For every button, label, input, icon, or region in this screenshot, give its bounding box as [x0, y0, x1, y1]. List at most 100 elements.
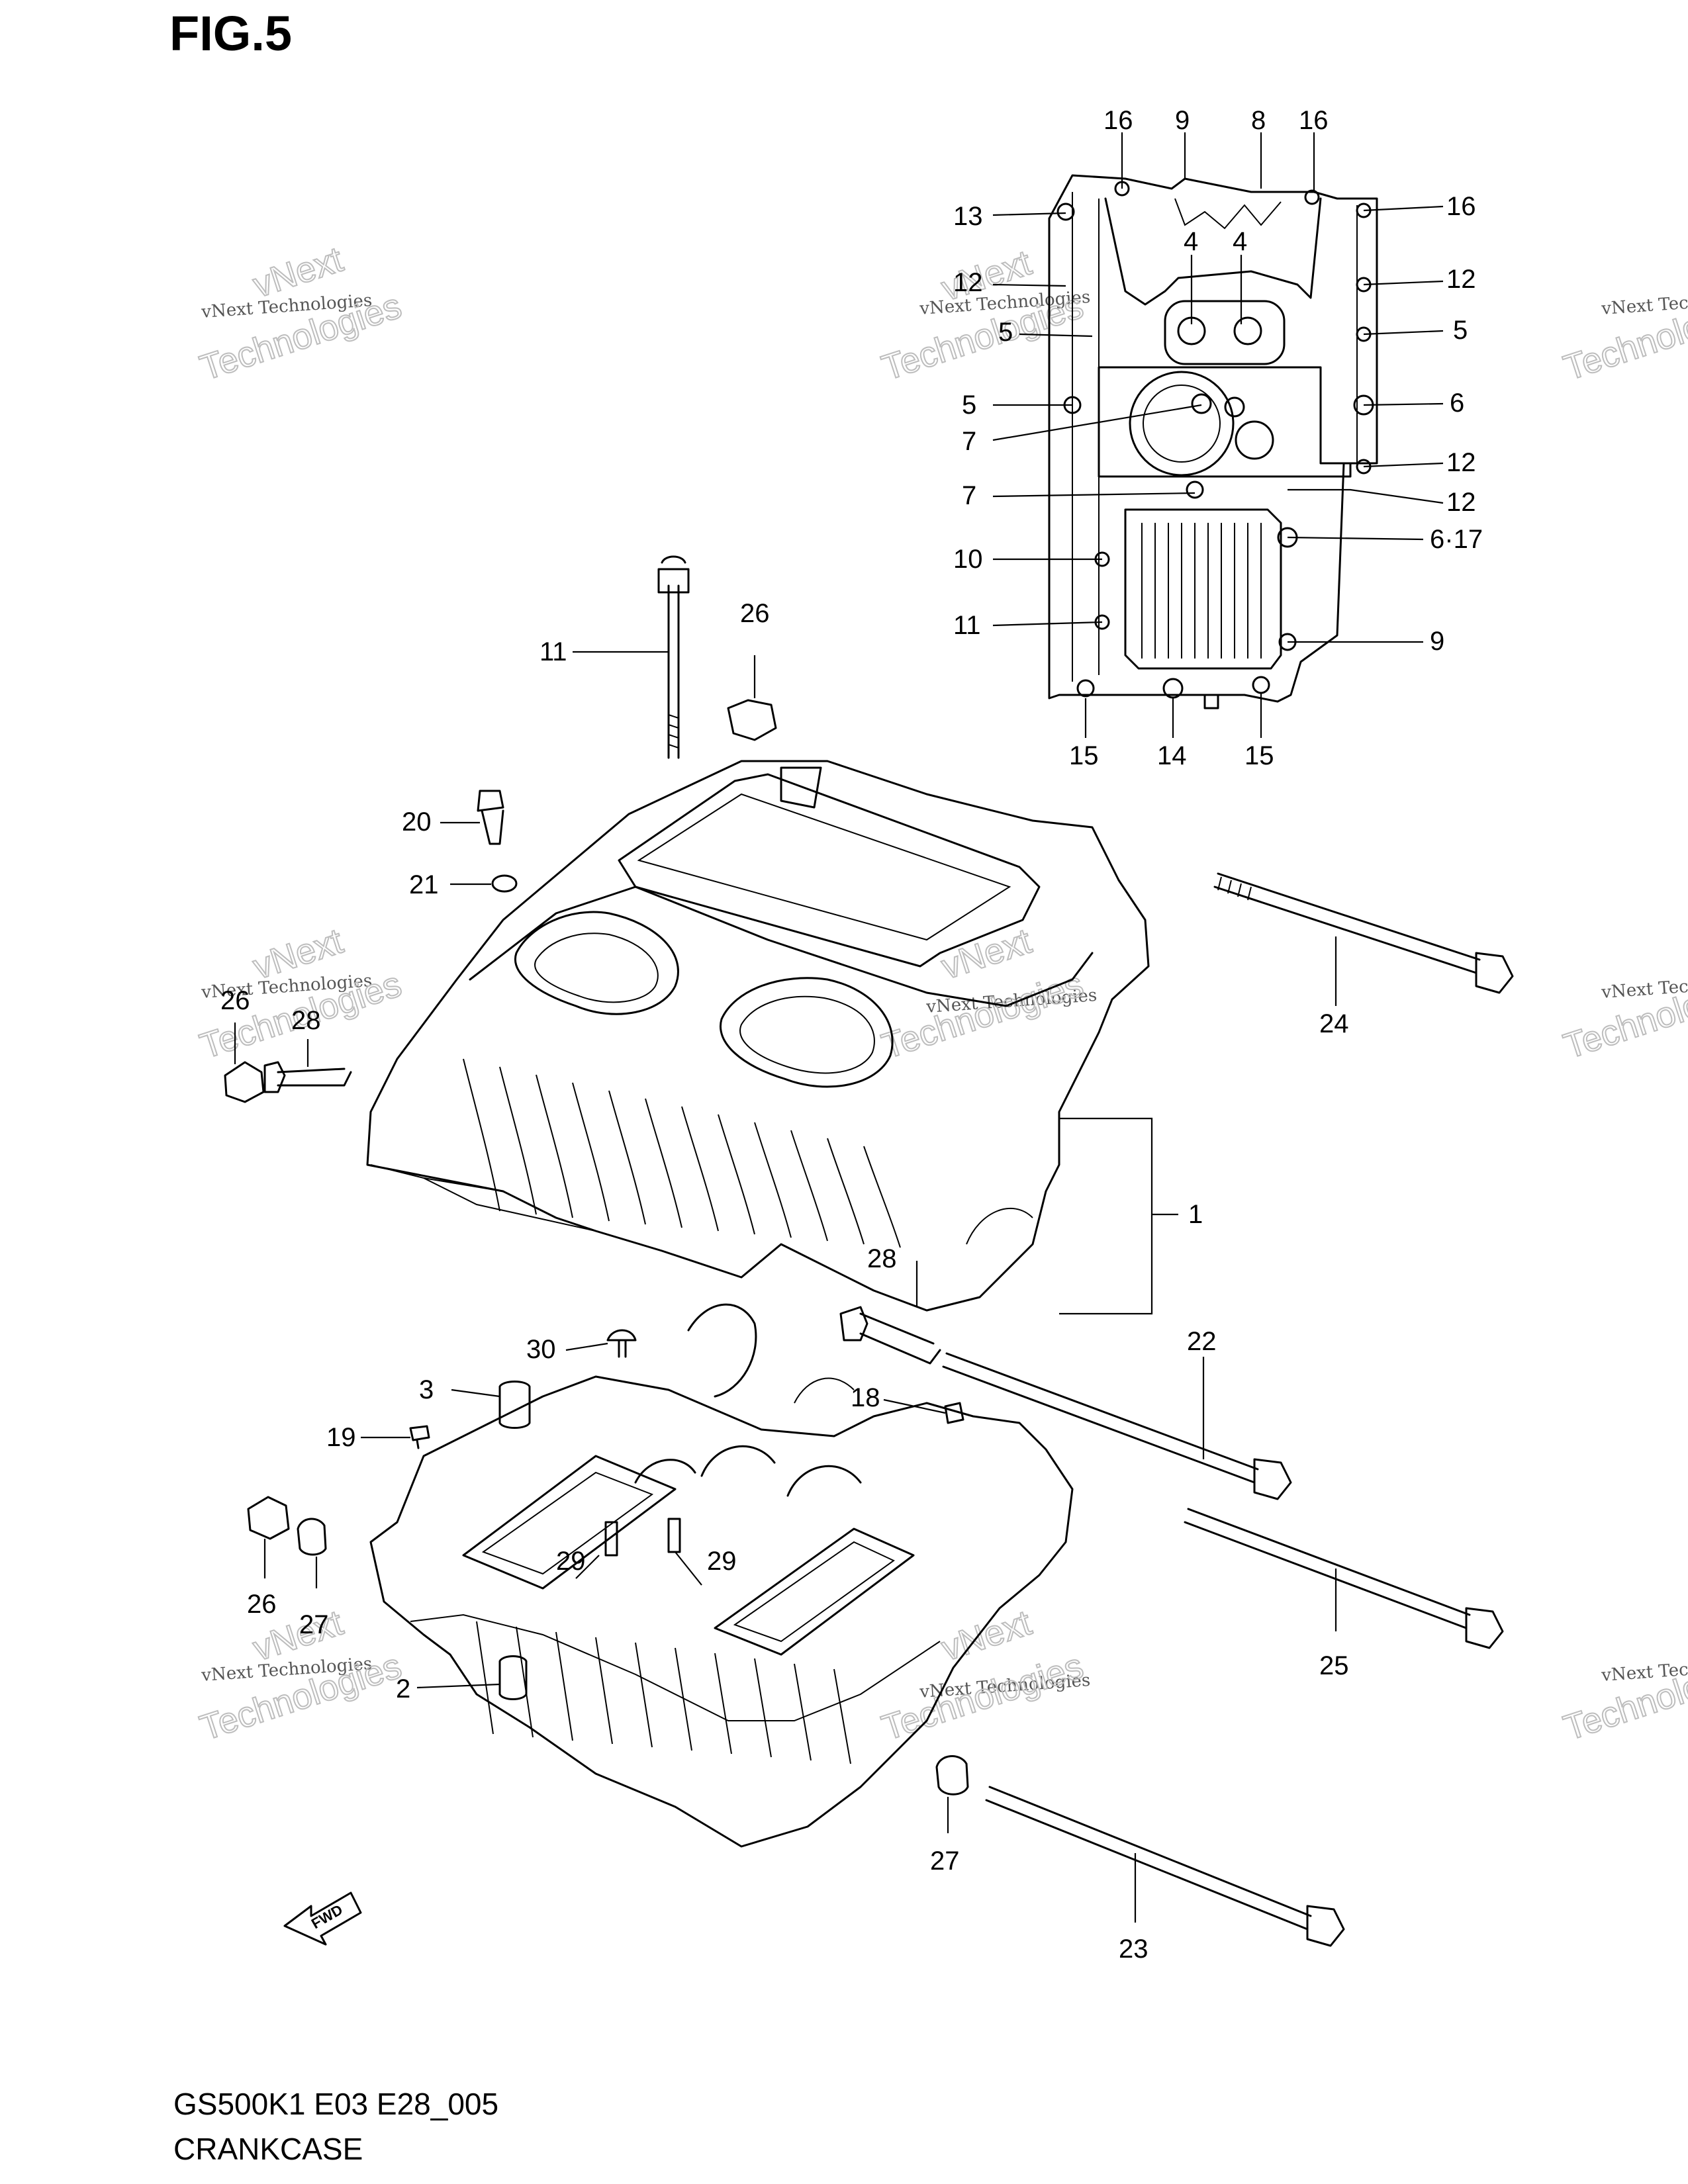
dowel-2	[498, 1655, 528, 1700]
fin-line	[516, 1626, 534, 1738]
fwd-arrow-icon: FWD	[283, 1891, 362, 1946]
callout-label: 12	[953, 268, 983, 297]
callout-label: 4	[1233, 227, 1247, 256]
callout-label: 13	[953, 202, 983, 231]
bolt-22	[942, 1352, 1292, 1500]
cylinder-bore-right	[720, 977, 894, 1088]
fin-line	[790, 1130, 828, 1242]
dowel-3	[498, 1381, 531, 1429]
bolt-25	[1184, 1508, 1504, 1649]
figure-label: FIG.5	[169, 6, 293, 61]
fin-line	[463, 1058, 500, 1212]
callout-label: 19	[326, 1423, 356, 1452]
watermark: vNext Technologies Technologies	[1558, 1645, 1688, 1749]
inset-oil-pan-fins	[1141, 523, 1262, 659]
lower-crankcase-right-sump	[714, 1527, 915, 1656]
callout-label: 2	[396, 1674, 410, 1704]
gasket-21	[491, 874, 518, 893]
callout-label: 22	[1187, 1327, 1217, 1356]
callout-labels: 16 9 8 16 13 16 4 4 12 12 5 5 5 6 7 12 7…	[220, 106, 1483, 1964]
upper-crankcase	[366, 760, 1150, 1312]
cap-26-lower	[247, 1496, 290, 1540]
section-name: CRANKCASE	[173, 2132, 363, 2166]
callout-label: 6	[1450, 388, 1464, 418]
bolt-11	[657, 555, 690, 759]
fin-line	[681, 1106, 719, 1232]
inset-crankcase-outline	[1048, 174, 1378, 703]
callout-label: 23	[1119, 1934, 1149, 1964]
callout-label: 5	[998, 318, 1013, 347]
oring-29-left	[604, 1521, 618, 1557]
fin-line	[754, 1658, 772, 1758]
sleeve-28-right	[839, 1306, 941, 1365]
jet-18	[944, 1402, 964, 1424]
watermark-text: Technologies	[877, 1646, 1088, 1748]
callout-label: 7	[962, 427, 976, 456]
callout-label: 14	[1157, 741, 1187, 770]
lower-crankcase	[369, 1303, 1074, 1848]
fin-line	[754, 1122, 792, 1238]
lower-crankcase-outline	[369, 1375, 1074, 1848]
inset-lower-frame	[1098, 366, 1352, 478]
fin-line	[608, 1090, 646, 1225]
dowel-26-left	[224, 1061, 265, 1103]
fin-line	[863, 1146, 901, 1248]
fin-line	[827, 1138, 865, 1245]
callout-label: 21	[409, 870, 439, 899]
model-code: GS500K1 E03 E28_005	[173, 2087, 499, 2121]
watermark: vNext vNext Technologies Technologies	[195, 239, 406, 389]
callout-label: 9	[1175, 106, 1190, 135]
inset-crankcase-bottom-view	[1048, 174, 1378, 709]
callout-label: 26	[740, 599, 770, 628]
watermark-text: vNext	[937, 921, 1036, 987]
jet-19	[409, 1425, 430, 1449]
callout-label: 11	[953, 611, 981, 640]
callout-label: 30	[526, 1335, 556, 1364]
upper-crankcase-outline	[366, 760, 1150, 1312]
callout-label: 3	[419, 1375, 434, 1404]
upper-crankcase-fins	[463, 1058, 901, 1248]
fin-line	[499, 1066, 537, 1215]
inset-oil-pan	[1124, 508, 1282, 670]
callout-label: 26	[247, 1590, 277, 1619]
bolt-24	[1213, 872, 1514, 994]
inset-filter-bolt-right	[1233, 316, 1262, 345]
lower-crankcase-fins	[476, 1621, 851, 1764]
callout-label: 16	[1446, 192, 1476, 221]
cylinder-bore-left	[514, 911, 679, 1015]
callout-label: 16	[1103, 106, 1133, 135]
leader-lines	[234, 132, 1444, 1923]
fin-line	[714, 1653, 732, 1754]
callout-label: 11	[539, 637, 567, 666]
fitting-20	[477, 790, 504, 845]
fin-line	[794, 1663, 812, 1761]
bolt-23	[985, 1786, 1345, 1947]
sleeve-28-left	[263, 1061, 352, 1093]
fin-line	[833, 1668, 851, 1764]
callout-label: 12	[1446, 488, 1476, 517]
inset-round-cover	[1129, 371, 1235, 477]
callout-label: 27	[930, 1846, 960, 1876]
callout-label: 24	[1319, 1009, 1349, 1038]
watermark: vNext vNext Technologies Technologies	[876, 921, 1098, 1068]
callout-label: 9	[1430, 627, 1444, 656]
callout-label: 16	[1299, 106, 1329, 135]
watermark: vNext vNext Technologies Technologies	[876, 1602, 1091, 1749]
watermark-text: vNext	[937, 1603, 1036, 1669]
plug-27-right	[935, 1755, 969, 1796]
nut-26-top	[727, 699, 777, 741]
oring-29-right	[667, 1518, 681, 1553]
callout-label: 25	[1319, 1651, 1349, 1680]
fin-line	[635, 1642, 653, 1748]
fin-line	[572, 1082, 610, 1222]
callout-label: 28	[867, 1244, 897, 1273]
watermark: vNext Technologies Technologies	[1558, 285, 1688, 388]
watermark: vNext vNext Technologies Technologies	[876, 242, 1091, 389]
fin-line	[476, 1621, 494, 1735]
upper-crankcase-breather-cover	[618, 773, 1041, 968]
callout-label: 5	[962, 390, 976, 420]
callout-label: 6·17	[1430, 525, 1483, 554]
callout-label: 12	[1446, 265, 1476, 294]
callout-label: 4	[1184, 227, 1198, 256]
